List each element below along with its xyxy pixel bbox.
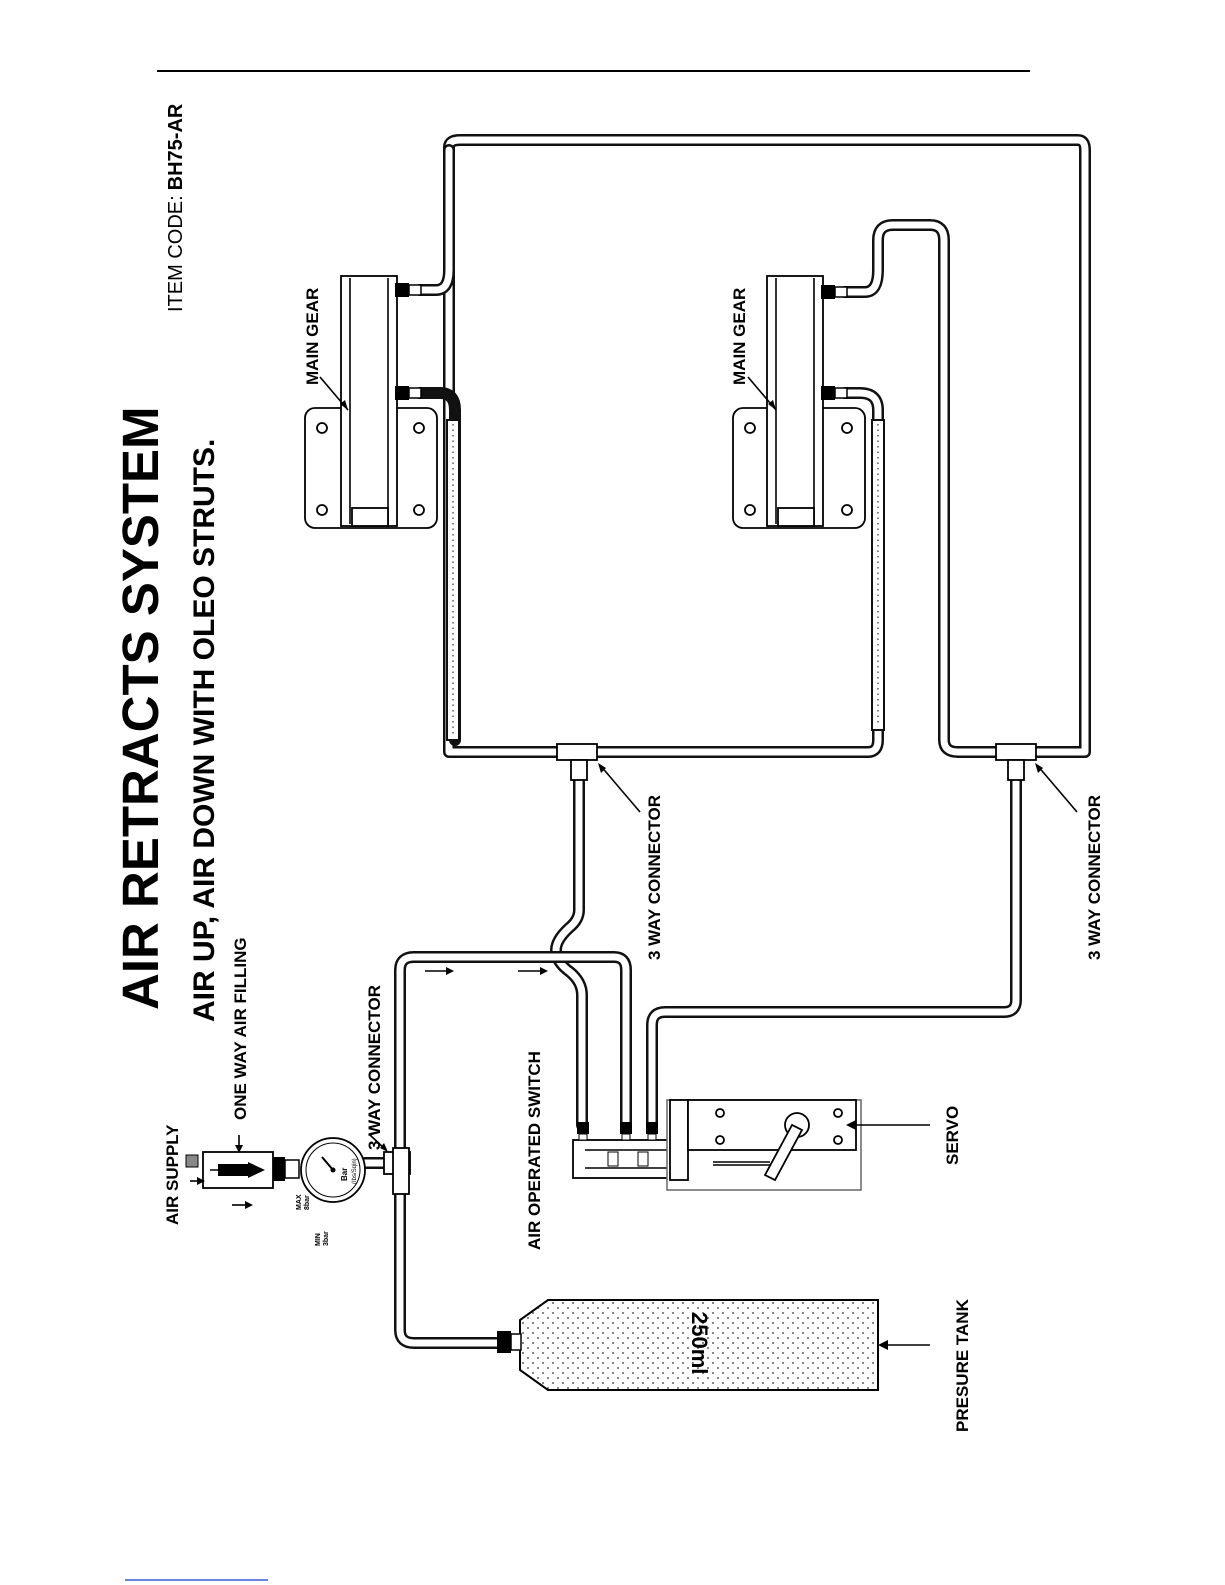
pressure-tank xyxy=(497,1300,930,1390)
gauge-min: MIN xyxy=(315,1233,322,1246)
tank-label: PRESURE TANK xyxy=(953,1298,972,1432)
connector-c-label: 3 WAY CONNECTOR xyxy=(365,985,384,1150)
gauge-max-val: 8bar xyxy=(304,1195,311,1210)
tank-volume: 250ml xyxy=(687,1312,712,1374)
gauge-min-val: 3bar xyxy=(323,1231,330,1246)
flow-arrows xyxy=(425,967,548,975)
diagram-title: AIR RETRACTS SYSTEM xyxy=(112,406,169,1010)
main-gear-2 xyxy=(733,276,865,528)
main-gear-1-label: MAIN GEAR xyxy=(303,288,322,385)
air-switch-label: AIR OPERATED SWITCH xyxy=(525,1051,544,1250)
servo-label: SERVO xyxy=(943,1106,962,1165)
connector-b-label: 3 WAY CONNECTOR xyxy=(1085,795,1104,960)
pressure-gauge: Bar (Ibs/Sqin) MAX 8bar MIN 3bar xyxy=(296,1138,365,1246)
one-way-filling-label: ONE WAY AIR FILLING xyxy=(231,937,250,1120)
main-gear-2-label: MAIN GEAR xyxy=(730,288,749,385)
connector-a-label: 3 WAY CONNECTOR xyxy=(645,795,664,960)
item-code: ITEM CODE:BH75-AR xyxy=(165,103,187,312)
gauge-unit-sub: (Ibs/Sqin) xyxy=(352,1158,358,1184)
air-supply-label: AIR SUPPLY xyxy=(163,1124,182,1225)
main-gear-1 xyxy=(305,276,437,528)
diagram-subtitle: AIR UP, AIR DOWN WITH OLEO STRUTS. xyxy=(188,439,221,1022)
gauge-unit: Bar xyxy=(340,1168,349,1181)
servo xyxy=(667,1100,930,1190)
gauge-max: MAX xyxy=(296,1194,303,1210)
air-supply-valve xyxy=(186,1135,299,1209)
